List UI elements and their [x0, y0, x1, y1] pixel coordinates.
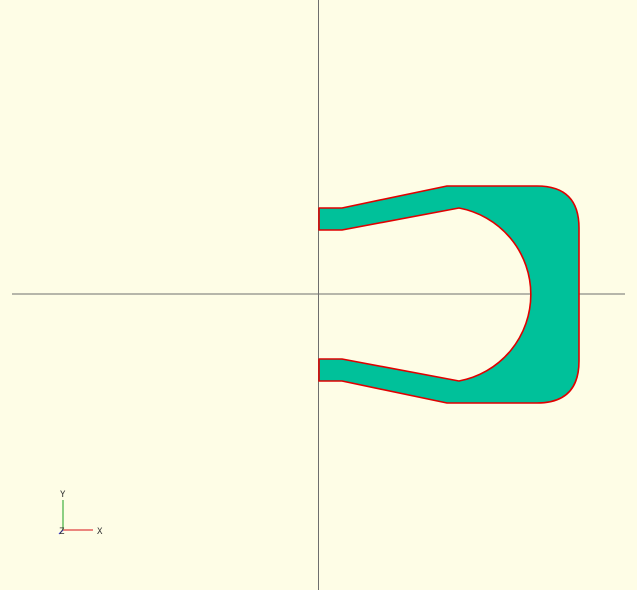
gizmo-z-axis-line [58, 529, 64, 535]
axis-orientation-indicator: X Y Z [58, 490, 103, 537]
gizmo-y-label: Y [60, 490, 66, 500]
gizmo-x-label: X [97, 527, 103, 537]
gizmo-z-label: Z [59, 527, 65, 537]
u-clip-model[interactable] [318, 185, 580, 404]
main-axes [12, 0, 625, 590]
